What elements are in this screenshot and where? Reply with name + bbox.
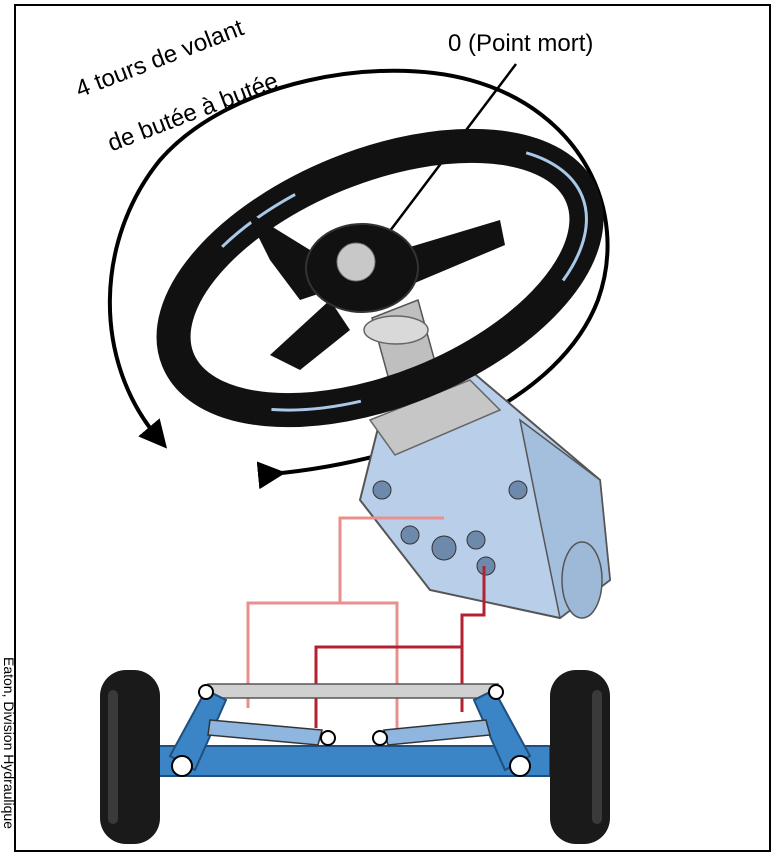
left-tire	[100, 670, 160, 844]
dead-center-label: 0 (Point mort)	[448, 30, 594, 57]
right-tire	[550, 670, 610, 844]
steering-unit	[358, 368, 612, 620]
steering-wheel	[156, 128, 604, 428]
eaton-logo-icon	[336, 242, 376, 282]
rotation-arrow	[107, 68, 610, 490]
image-credit: Eaton, Division Hydraulique	[1, 657, 17, 829]
front-axle	[149, 683, 551, 777]
